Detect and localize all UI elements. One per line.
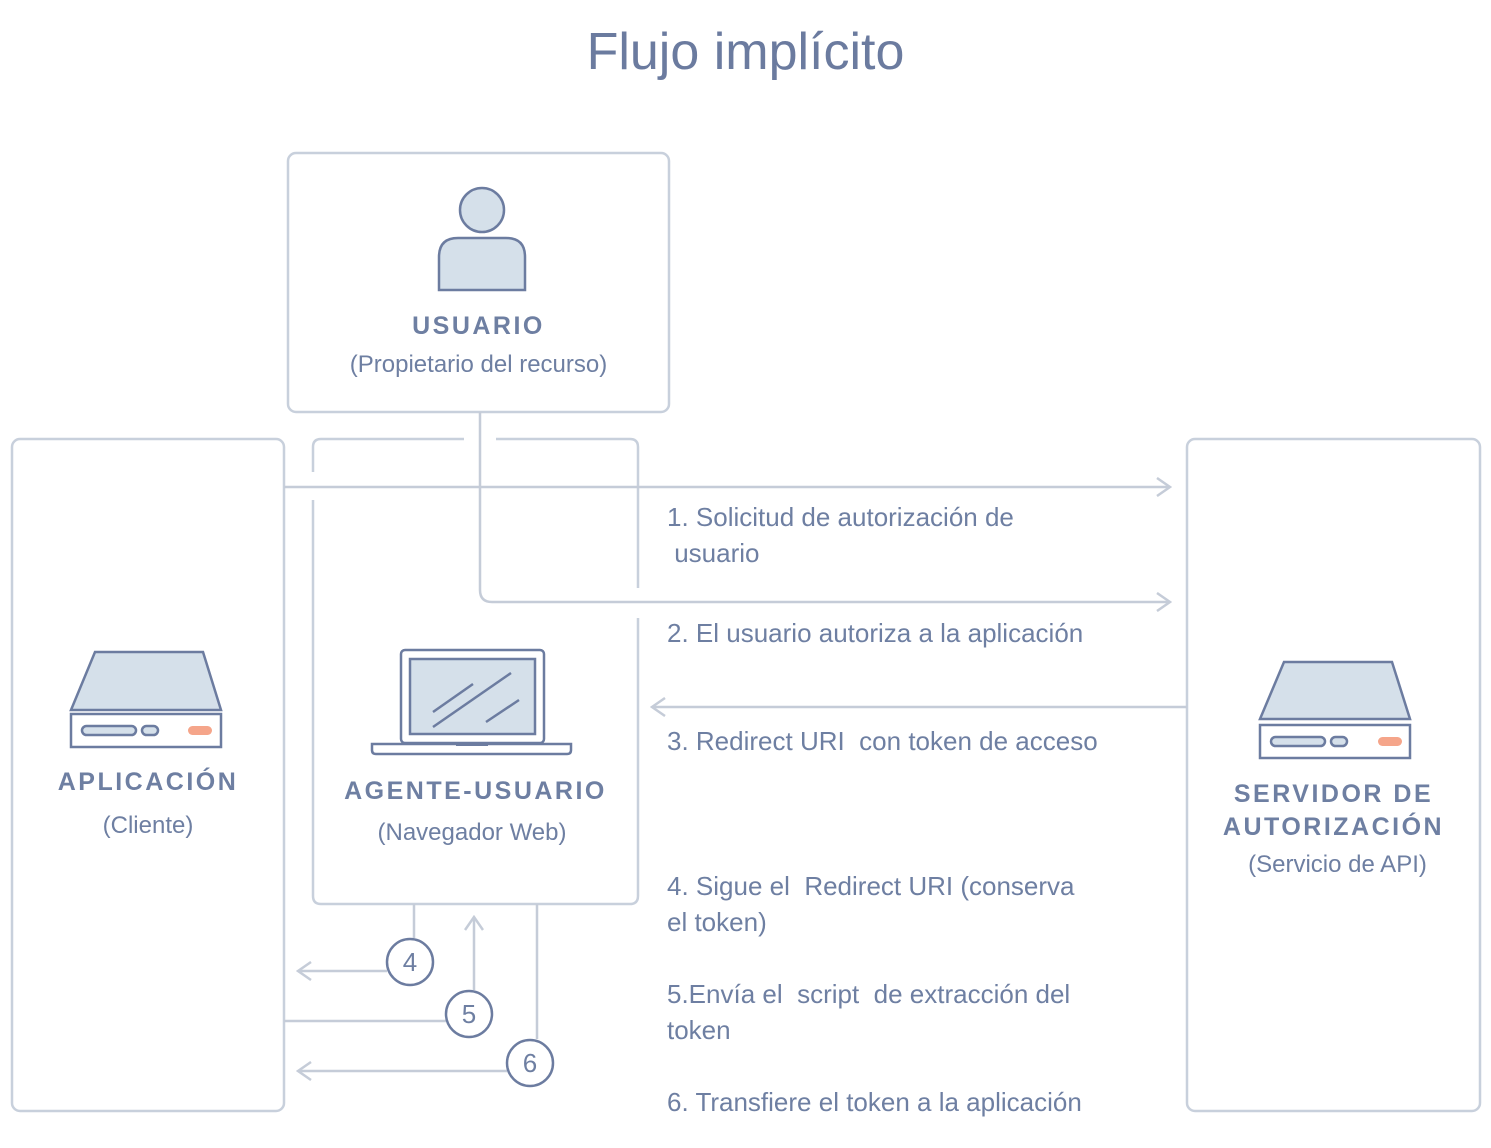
server-icon — [1258, 660, 1412, 760]
user-icon — [437, 186, 527, 292]
step-6-circle — [505, 1038, 555, 1088]
agente-label: AGENTE-USUARIO — [344, 777, 607, 805]
step-4-circle — [385, 937, 435, 987]
arrow-step-4 — [298, 904, 416, 971]
step-4-number: 4 — [402, 947, 418, 977]
arrow-step-5 — [284, 917, 474, 1023]
step-6-number: 6 — [522, 1048, 538, 1078]
servidor-label-line-2: AUTORIZACIÓN — [1222, 813, 1445, 841]
step-2-label: 2. El usuario autoriza a la aplicación — [667, 618, 1084, 648]
usuario-box — [286, 151, 671, 414]
servidor-label-line-1: SERVIDOR DE — [1233, 780, 1434, 808]
step-5-number: 5 — [461, 999, 477, 1029]
usuario-label: USUARIO — [412, 312, 545, 340]
page-title: Flujo implícito — [586, 23, 905, 81]
aplicacion-box — [10, 437, 286, 1113]
step-6-label: 6. Transfiere el token a la aplicación — [667, 1087, 1082, 1117]
step-1-label: 1. Solicitud de autorización de usuario — [667, 502, 1014, 568]
laptop-icon — [370, 648, 573, 756]
servidor-subtitle: (Servicio de API) — [1248, 851, 1427, 878]
server-icon — [69, 650, 223, 749]
step-3-label: 3. Redirect URI con token de acceso — [667, 726, 1098, 756]
aplicacion-label: APLICACIÓN — [57, 768, 239, 796]
step-5-circle — [444, 989, 494, 1039]
arrow-step-2 — [478, 412, 1170, 602]
usuario-subtitle: (Propietario del recurso) — [349, 351, 608, 378]
aplicacion-subtitle: (Cliente) — [102, 812, 194, 839]
arrow-step-6 — [298, 904, 539, 1071]
servidor-box — [1185, 437, 1482, 1113]
agente-subtitle: (Navegador Web) — [377, 819, 567, 846]
agente-box — [311, 437, 640, 906]
